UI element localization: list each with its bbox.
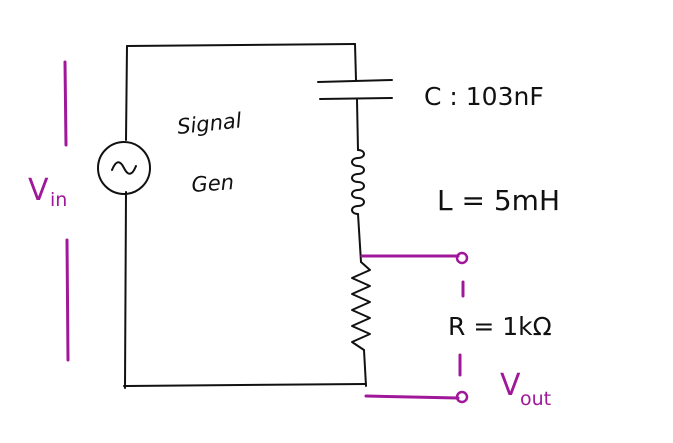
signal-gen-label: Signal — [176, 108, 243, 139]
signal-generator — [97, 141, 151, 195]
sine-wave-icon — [111, 161, 137, 175]
inductor-label: L = 5mH — [437, 184, 560, 217]
vout-label: V — [500, 368, 521, 403]
gen-label: Gen — [191, 170, 235, 197]
resistor-label: R = 1kΩ — [448, 312, 552, 341]
vin-subscript: in — [50, 189, 67, 211]
vin-label: V — [28, 173, 49, 208]
vout-terminals: V out — [360, 251, 551, 410]
capacitor-label: C : 103nF — [424, 82, 544, 111]
left-wire-lower — [124, 191, 127, 389]
vout-subscript: out — [520, 388, 551, 410]
left-wire-upper — [125, 45, 128, 141]
inductor-coil — [351, 149, 365, 215]
vout-bottom-wire — [364, 394, 460, 400]
wire-resistor-to-bottom — [363, 349, 367, 387]
right-wire-top — [354, 43, 357, 81]
vin-marker: V in — [28, 60, 70, 362]
top-wire — [126, 43, 356, 47]
resistor-zigzag — [351, 261, 371, 351]
wire-cap-to-inductor — [356, 99, 359, 151]
wire-inductor-to-resistor — [357, 213, 362, 263]
capacitor — [317, 79, 393, 100]
bottom-wire — [123, 383, 367, 387]
